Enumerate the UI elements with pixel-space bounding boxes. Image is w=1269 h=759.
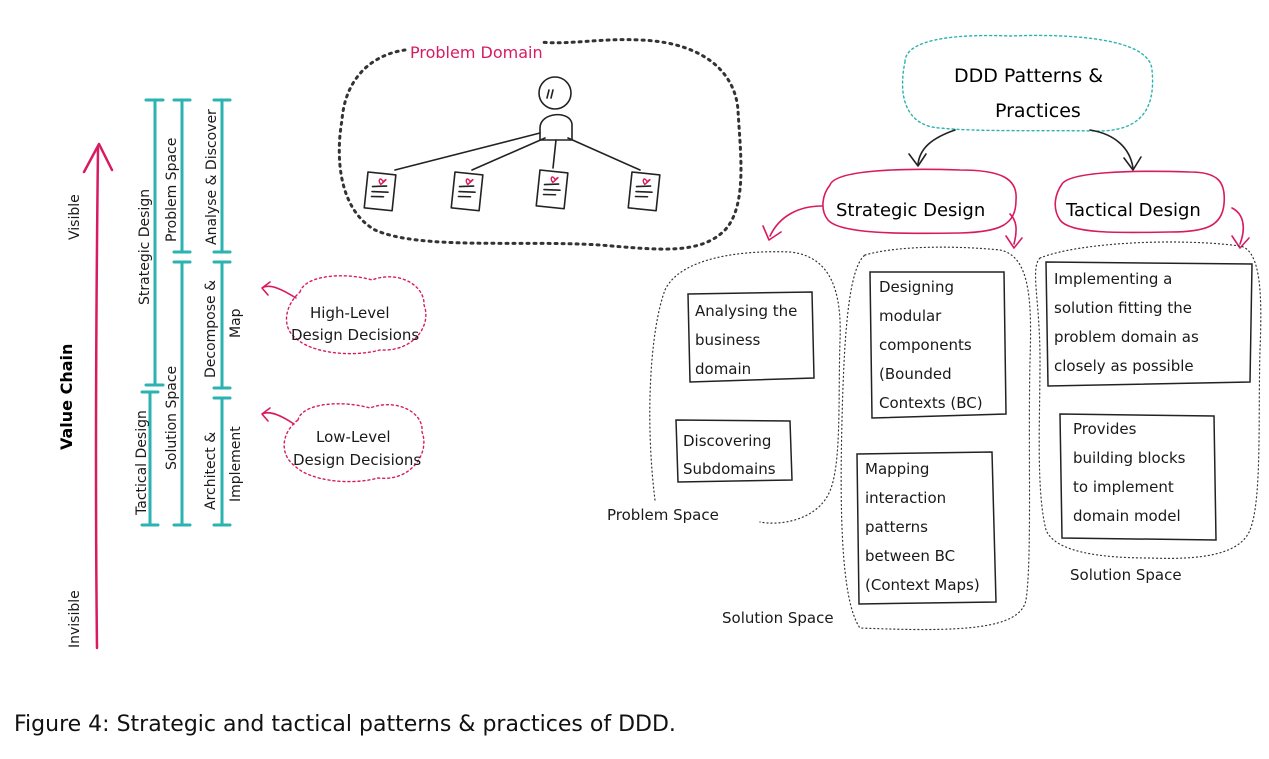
column-brackets [140,98,232,527]
root-node-cloud [901,34,1154,132]
domain-expert-icon [538,76,573,141]
label-architect: Architect & [203,432,219,510]
designing-line5: Contexts (BC) [879,394,983,412]
analysing-line2: business [695,331,761,349]
provides-line4: domain model [1073,507,1181,525]
box-analysing [687,291,815,383]
label-strategic-design: Strategic Design [137,189,153,305]
high-level-decisions-cloud [261,275,427,355]
provides-line3: to implement [1073,478,1174,496]
implementing-line2: solution fitting the [1054,299,1192,317]
mapping-line1: Mapping [865,460,929,478]
root-line1: DDD Patterns & [954,65,1103,87]
implementing-line4: closely as possible [1054,357,1194,375]
low-level-decisions-cloud [261,403,425,483]
problem-domain-label: Problem Domain [410,43,543,62]
analysing-line3: domain [695,360,751,378]
label-implement: Implement [228,426,244,502]
solution-space-cloud-right [1034,241,1262,559]
label-decompose: Decompose & [203,280,219,378]
value-chain-bottom-label: Invisible [67,590,83,648]
tactical-design-label: Tactical Design [1065,200,1201,221]
value-chain-axis-label: Value Chain [57,344,76,450]
label-analyse-discover: Analyse & Discover [204,109,220,245]
designing-line1: Designing [879,278,954,296]
label-problem-space-left: Problem Space [164,138,180,242]
analysing-line1: Analysing the [695,302,797,320]
implementing-line3: problem domain as [1054,328,1199,346]
root-branch-arrows [908,129,1142,171]
strategic-design-label: Strategic Design [836,200,985,221]
domain-connector-lines [394,132,641,171]
label-map: Map [228,308,244,338]
solution-space-label-middle: Solution Space [722,609,834,627]
label-solution-space-left: Solution Space [164,366,180,470]
discovering-line2: Subdomains [683,460,776,478]
solution-space-label-right: Solution Space [1070,566,1182,584]
implementing-line1: Implementing a [1054,270,1172,288]
designing-line3: components [879,336,972,354]
box-implementing [1045,261,1253,387]
box-designing [869,271,1007,419]
document-icon [535,169,569,210]
mapping-line4: between BC [865,547,955,565]
document-icon [363,171,397,212]
problem-domain-cloud [337,38,743,251]
solution-space-cloud-middle [840,246,1032,631]
strategic-design-node [822,168,1017,235]
mapping-line2: interaction [865,489,946,507]
label-tactical-design: Tactical Design [134,410,150,516]
provides-line2: building blocks [1073,449,1186,467]
high-level-line2: Design Decisions [291,326,419,344]
box-mapping [856,451,997,605]
branch-arrows [762,205,1250,249]
discovering-line1: Discovering [683,432,771,450]
value-chain-top-label: Visible [67,194,83,240]
problem-space-label: Problem Space [607,506,719,524]
provides-line1: Provides [1073,420,1137,438]
document-icon [627,171,661,212]
figure-caption: Figure 4: Strategic and tactical pattern… [14,712,676,737]
low-level-line2: Design Decisions [293,451,421,469]
low-level-line1: Low-Level [316,428,391,446]
mapping-line3: patterns [865,518,928,536]
root-line2: Practices [995,100,1081,122]
tactical-design-node [1054,170,1226,234]
designing-line2: modular [879,307,942,325]
high-level-line1: High-Level [310,304,389,322]
box-provides [1059,413,1217,541]
box-discovering [675,419,793,483]
mapping-line5: (Context Maps) [865,576,980,594]
document-icon [450,171,484,212]
value-chain-axis [82,142,114,650]
designing-line4: (Bounded [879,365,952,383]
